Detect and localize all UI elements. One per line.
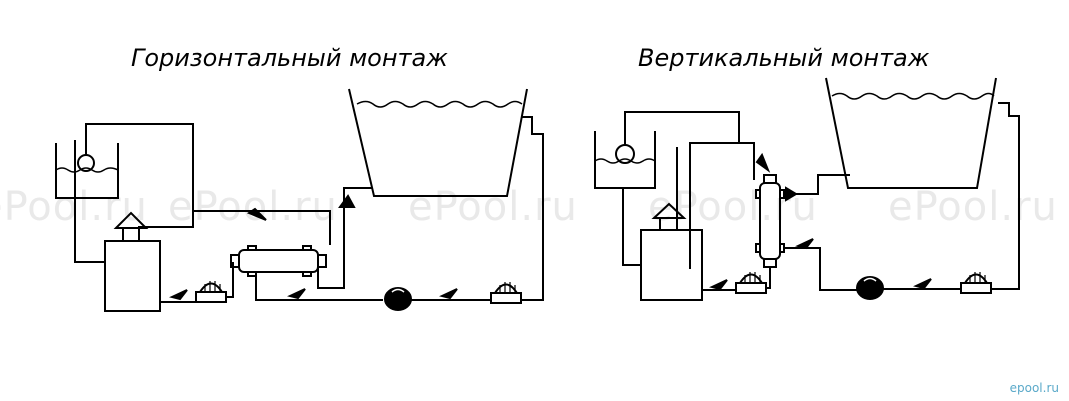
filter — [856, 276, 884, 300]
pool-inlet-pipe — [991, 102, 1020, 290]
flow-arrow-icon — [709, 279, 728, 291]
watermark: ePool.ru — [168, 184, 338, 230]
heat-exchanger — [755, 174, 785, 268]
flow-arrow-icon — [169, 289, 188, 301]
flow-arrow-icon — [246, 207, 267, 221]
flow-arrow-icon — [439, 288, 458, 300]
flow-arrow-icon — [795, 238, 814, 250]
flow-arrow-icon — [755, 152, 771, 173]
circulation-pump — [195, 281, 227, 303]
pool-pump — [960, 272, 992, 294]
pool-inlet-pipe — [521, 116, 544, 301]
boiler-return-pipe — [622, 187, 641, 266]
horizontal-scheme — [55, 88, 544, 312]
title-vertical-mounting: Вертикальный монтаж — [638, 44, 930, 72]
flow-arrow-icon — [785, 186, 798, 202]
circulation-pump — [735, 272, 767, 294]
filter — [384, 287, 412, 311]
boiler-return-pipe — [74, 140, 105, 263]
pool — [825, 77, 997, 189]
feed-pipe — [624, 111, 740, 269]
primary-flow-pipe — [676, 142, 755, 218]
boiler — [640, 202, 703, 301]
feed-pipe — [85, 123, 194, 211]
flow-arrow-icon — [913, 278, 932, 290]
flow-arrow-icon — [338, 194, 356, 208]
pool-pump — [490, 282, 522, 304]
watermark: ePool.ru — [408, 184, 578, 230]
secondary-return-pipe — [317, 187, 372, 289]
primary-flow-pipe — [138, 210, 331, 245]
vertical-scheme — [594, 77, 1020, 301]
title-horizontal-mounting: Горизонтальный монтаж — [131, 44, 448, 72]
corner-logo: epool.ru — [1009, 381, 1059, 395]
heat-exchanger — [230, 245, 327, 277]
flow-arrow-icon — [287, 288, 306, 300]
pool — [348, 88, 528, 197]
watermark: ePool.ru — [888, 184, 1058, 230]
